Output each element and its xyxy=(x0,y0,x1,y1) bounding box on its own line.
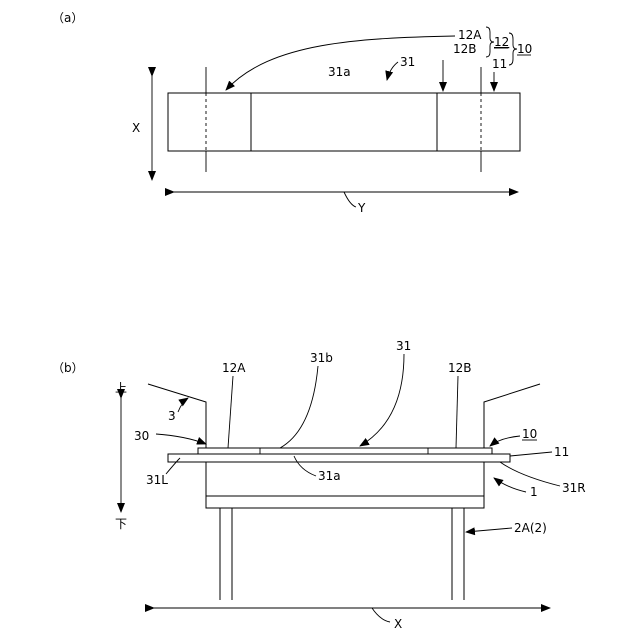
leader-2A-b xyxy=(466,528,512,532)
label-12B-b: 12B xyxy=(448,361,472,375)
label-31-a: 31 xyxy=(400,55,415,69)
leader-11-b xyxy=(510,452,552,456)
panel-a: （a） X Y 12A 12B 11 12 10 xyxy=(52,11,532,215)
label-11-a: 11 xyxy=(492,57,507,71)
label-2A-b: 2A(2) xyxy=(514,521,547,535)
leader-x-b xyxy=(372,608,390,622)
leader-12A-b xyxy=(228,376,233,448)
label-31-b: 31 xyxy=(396,339,411,353)
substrate-11 xyxy=(168,454,510,462)
label-10-a: 10 xyxy=(517,42,532,56)
leader-30-b xyxy=(156,434,206,444)
leader-y xyxy=(344,192,356,207)
label-x-b: X xyxy=(394,617,402,631)
label-31b-b: 31b xyxy=(310,351,333,365)
label-3-b: 3 xyxy=(168,409,176,423)
leader-31-b xyxy=(360,354,404,446)
label-12B-a: 12B xyxy=(453,42,477,56)
support-base xyxy=(206,496,484,508)
label-31R-b: 31R xyxy=(562,481,586,495)
support-body-1 xyxy=(206,462,484,496)
label-12-a: 12 xyxy=(494,35,509,49)
leader-31b-b xyxy=(280,366,318,448)
label-31a-b: 31a xyxy=(318,469,341,483)
chamber-wall-left xyxy=(148,384,206,448)
leader-12B-b xyxy=(456,376,458,448)
label-x-a: X xyxy=(132,121,140,135)
label-down: 下 xyxy=(115,517,127,531)
label-y-a: Y xyxy=(357,201,366,215)
plate-31-top-view xyxy=(168,93,520,151)
panel-a-label: （a） xyxy=(52,11,83,25)
leader-10-b xyxy=(490,436,520,446)
brace-12 xyxy=(486,27,494,57)
label-1-b: 1 xyxy=(530,485,538,499)
label-11-b: 11 xyxy=(554,445,569,459)
label-31a-a: 31a xyxy=(328,65,351,79)
plate-31-side xyxy=(198,448,492,454)
label-12A-a: 12A xyxy=(458,28,482,42)
panel-b: （b） 上 下 X 3 30 12A xyxy=(52,339,586,631)
brace-10 xyxy=(509,33,517,65)
leader-31-a xyxy=(387,62,398,80)
leader-1-b xyxy=(494,478,526,492)
panel-b-label: （b） xyxy=(52,361,84,375)
leader-12A-a xyxy=(226,36,455,90)
leader-3-b xyxy=(178,398,188,412)
label-30-b: 30 xyxy=(134,429,149,443)
label-12A-b: 12A xyxy=(222,361,246,375)
label-10-b: 10 xyxy=(522,427,537,441)
label-up: 上 xyxy=(115,381,127,395)
label-31L-b: 31L xyxy=(146,473,168,487)
leader-31R-b xyxy=(500,462,560,486)
